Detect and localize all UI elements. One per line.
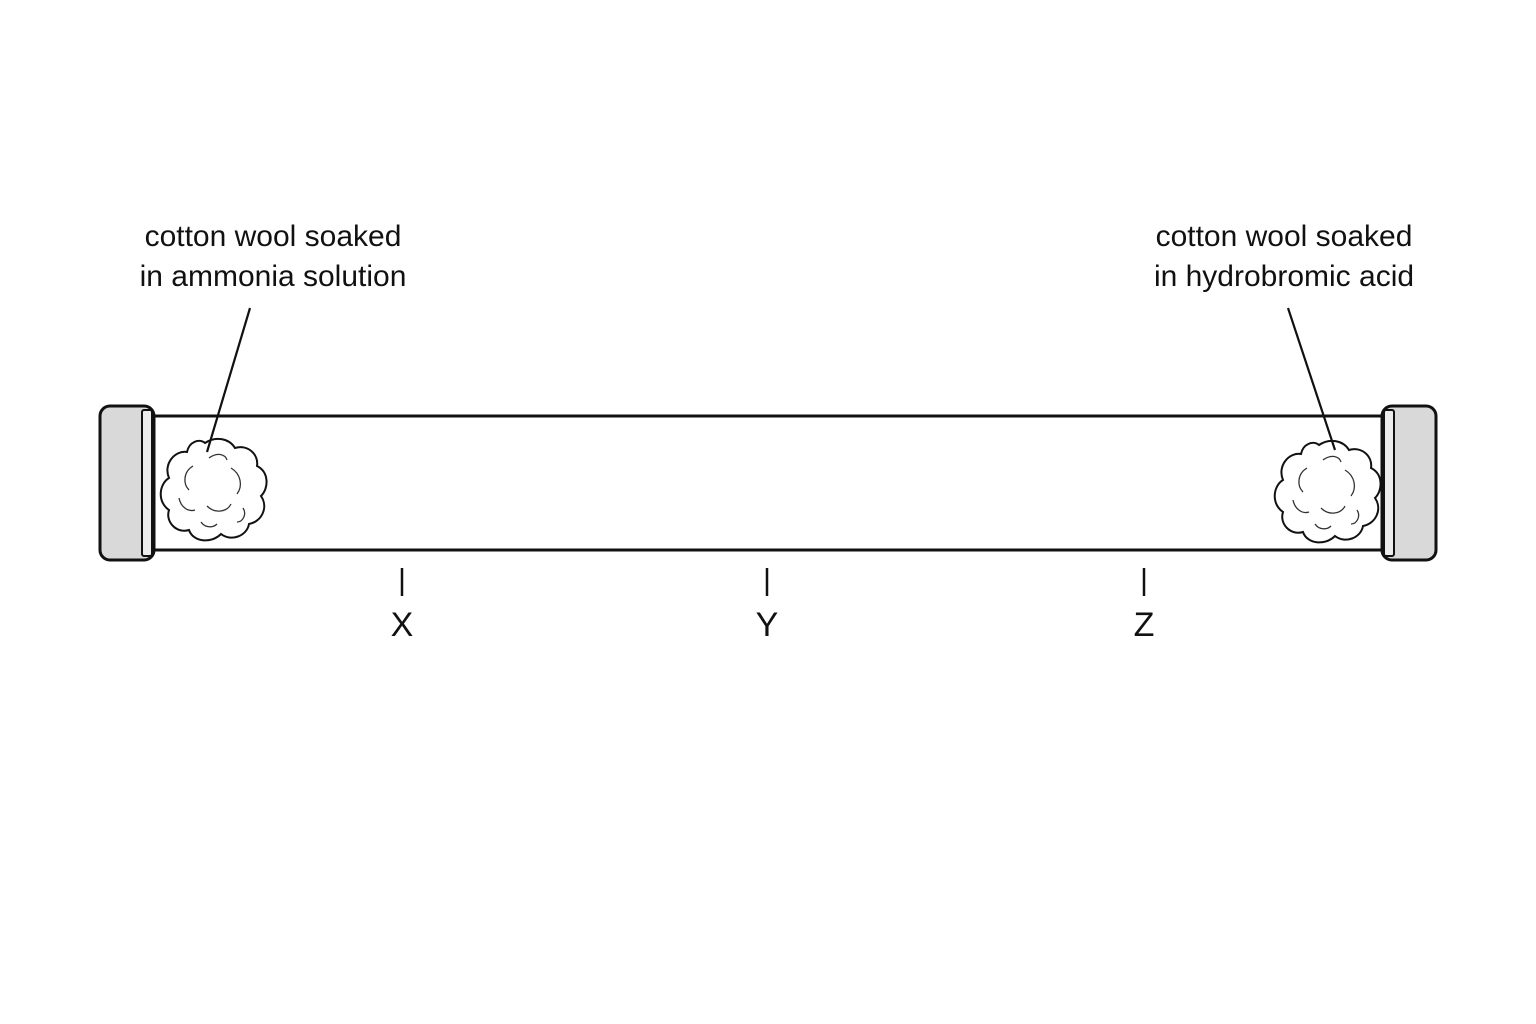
mark-label-y: Y xyxy=(756,606,779,644)
left-leader-line xyxy=(205,307,252,453)
position-mark-x: X xyxy=(391,568,414,644)
glass-tube xyxy=(146,414,1390,552)
position-mark-z: Z xyxy=(1134,568,1155,644)
left-label-line-2: in ammonia solution xyxy=(140,260,407,293)
right-label: cotton wool soaked in hydrobromic acid xyxy=(1154,220,1414,293)
mark-label-z: Z xyxy=(1134,606,1155,644)
left-label-line-1: cotton wool soaked xyxy=(145,220,402,253)
right-label-line-1: cotton wool soaked xyxy=(1156,220,1413,253)
right-leader-line xyxy=(1286,307,1337,451)
right-stopper xyxy=(1380,404,1438,562)
tube-body xyxy=(146,414,1390,552)
right-cotton-wool-icon xyxy=(1273,439,1382,544)
left-cotton-wool-icon xyxy=(159,437,268,542)
position-mark-y: Y xyxy=(756,568,779,644)
left-label: cotton wool soaked in ammonia solution xyxy=(140,220,407,293)
mark-label-x: X xyxy=(391,606,414,644)
right-label-line-2: in hydrobromic acid xyxy=(1154,260,1414,293)
left-stopper xyxy=(98,404,156,562)
